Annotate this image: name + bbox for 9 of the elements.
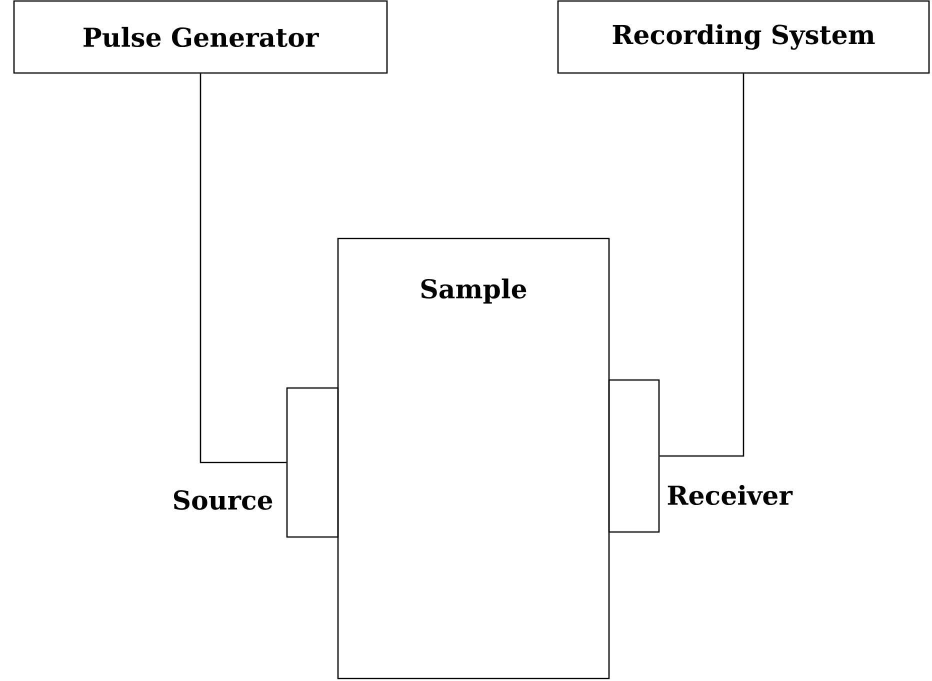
connecting-wire [200, 74, 286, 464]
side-label: Receiver [668, 484, 793, 506]
transducer-box [286, 387, 339, 538]
side-label: Source [174, 490, 272, 510]
sample-block: Sample [337, 238, 610, 680]
instrument-box: Pulse Generator [13, 0, 388, 74]
transducer-box [608, 379, 660, 533]
connecting-wire [660, 74, 744, 457]
instrument-box: Recording System [557, 0, 930, 74]
